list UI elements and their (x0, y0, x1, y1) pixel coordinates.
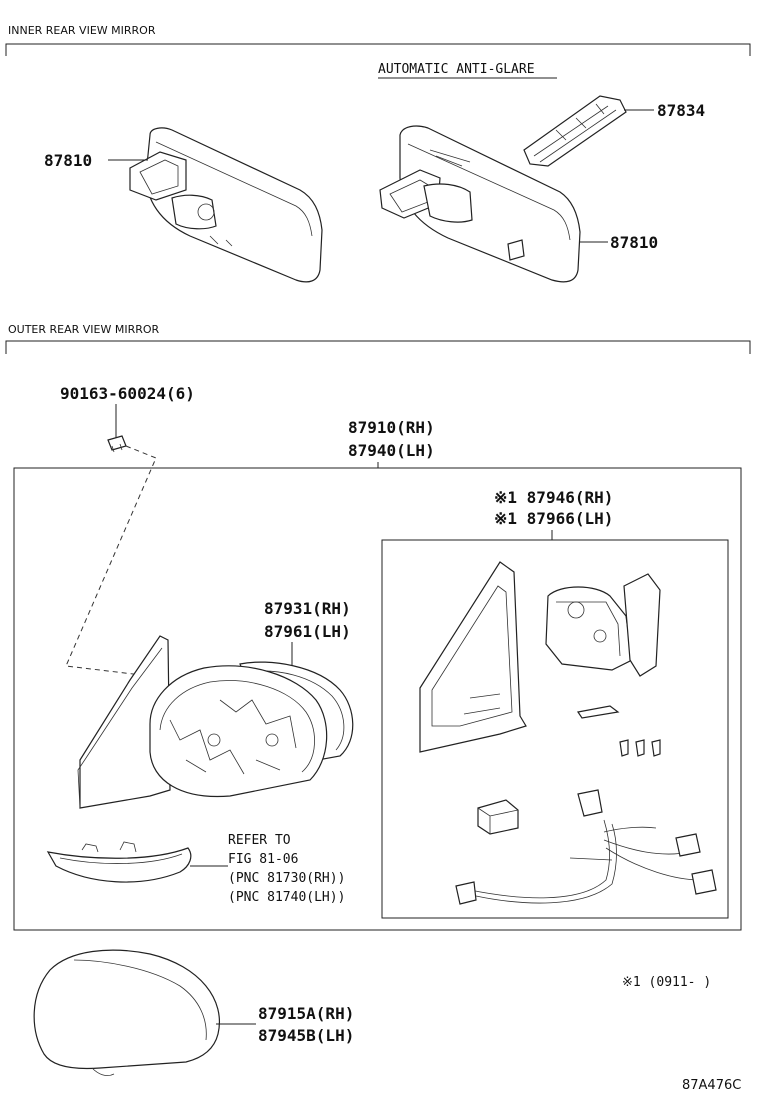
label-sub-rh: ※1 87946(RH) (494, 488, 613, 507)
mirror-cover (33, 949, 220, 1076)
harness-87834 (523, 95, 627, 167)
sub-wiring-harness (455, 789, 717, 905)
sub-connector-block (477, 799, 519, 835)
diagram-id: 87A476C (682, 1078, 741, 1093)
sub-mirror-frame (419, 561, 527, 753)
refer-line-1: REFER TO (228, 833, 291, 848)
label-glass-lh: 87961(LH) (264, 622, 351, 641)
label-87810-right: 87810 (610, 233, 658, 252)
label-87834: 87834 (657, 101, 705, 120)
section-title-outer: OUTER REAR VIEW MIRROR (8, 323, 160, 336)
section-bracket-inner (5, 43, 751, 56)
label-assy-lh: 87940(LH) (348, 441, 435, 460)
subtitle-anti-glare: AUTOMATIC ANTI-GLARE (378, 62, 535, 77)
bolt-dashed-path (65, 445, 157, 677)
label-sub-lh: ※1 87966(LH) (494, 509, 613, 528)
sub-screws (619, 739, 661, 757)
mirror-housing (149, 665, 328, 798)
refer-line-4: (PNC 81740(LH)) (228, 890, 345, 905)
label-glass-rh: 87931(RH) (264, 599, 351, 618)
sub-clip (576, 705, 620, 719)
assembly-box (13, 467, 742, 931)
refer-line-3: (PNC 81730(RH)) (228, 871, 345, 886)
bolt-screw (107, 435, 127, 453)
label-assy-rh: 87910(RH) (348, 418, 435, 437)
turn-signal-lamp (46, 841, 192, 883)
label-bolt: 90163-60024(6) (60, 384, 195, 403)
refer-line-2: FIG 81-06 (228, 852, 298, 867)
inner-mirror-standard (129, 127, 323, 283)
footnote: ※1 (0911- ) (622, 975, 711, 990)
label-cover-rh: 87915A(RH) (258, 1004, 354, 1023)
section-bracket-outer (5, 340, 751, 354)
label-87810-left: 87810 (44, 151, 92, 170)
sub-mirror-actuator (545, 573, 661, 677)
label-cover-lh: 87945B(LH) (258, 1026, 354, 1045)
section-title-inner: INNER REAR VIEW MIRROR (8, 24, 156, 37)
inner-mirror-anti-glare (379, 125, 581, 283)
sub-assembly-box (381, 539, 729, 919)
